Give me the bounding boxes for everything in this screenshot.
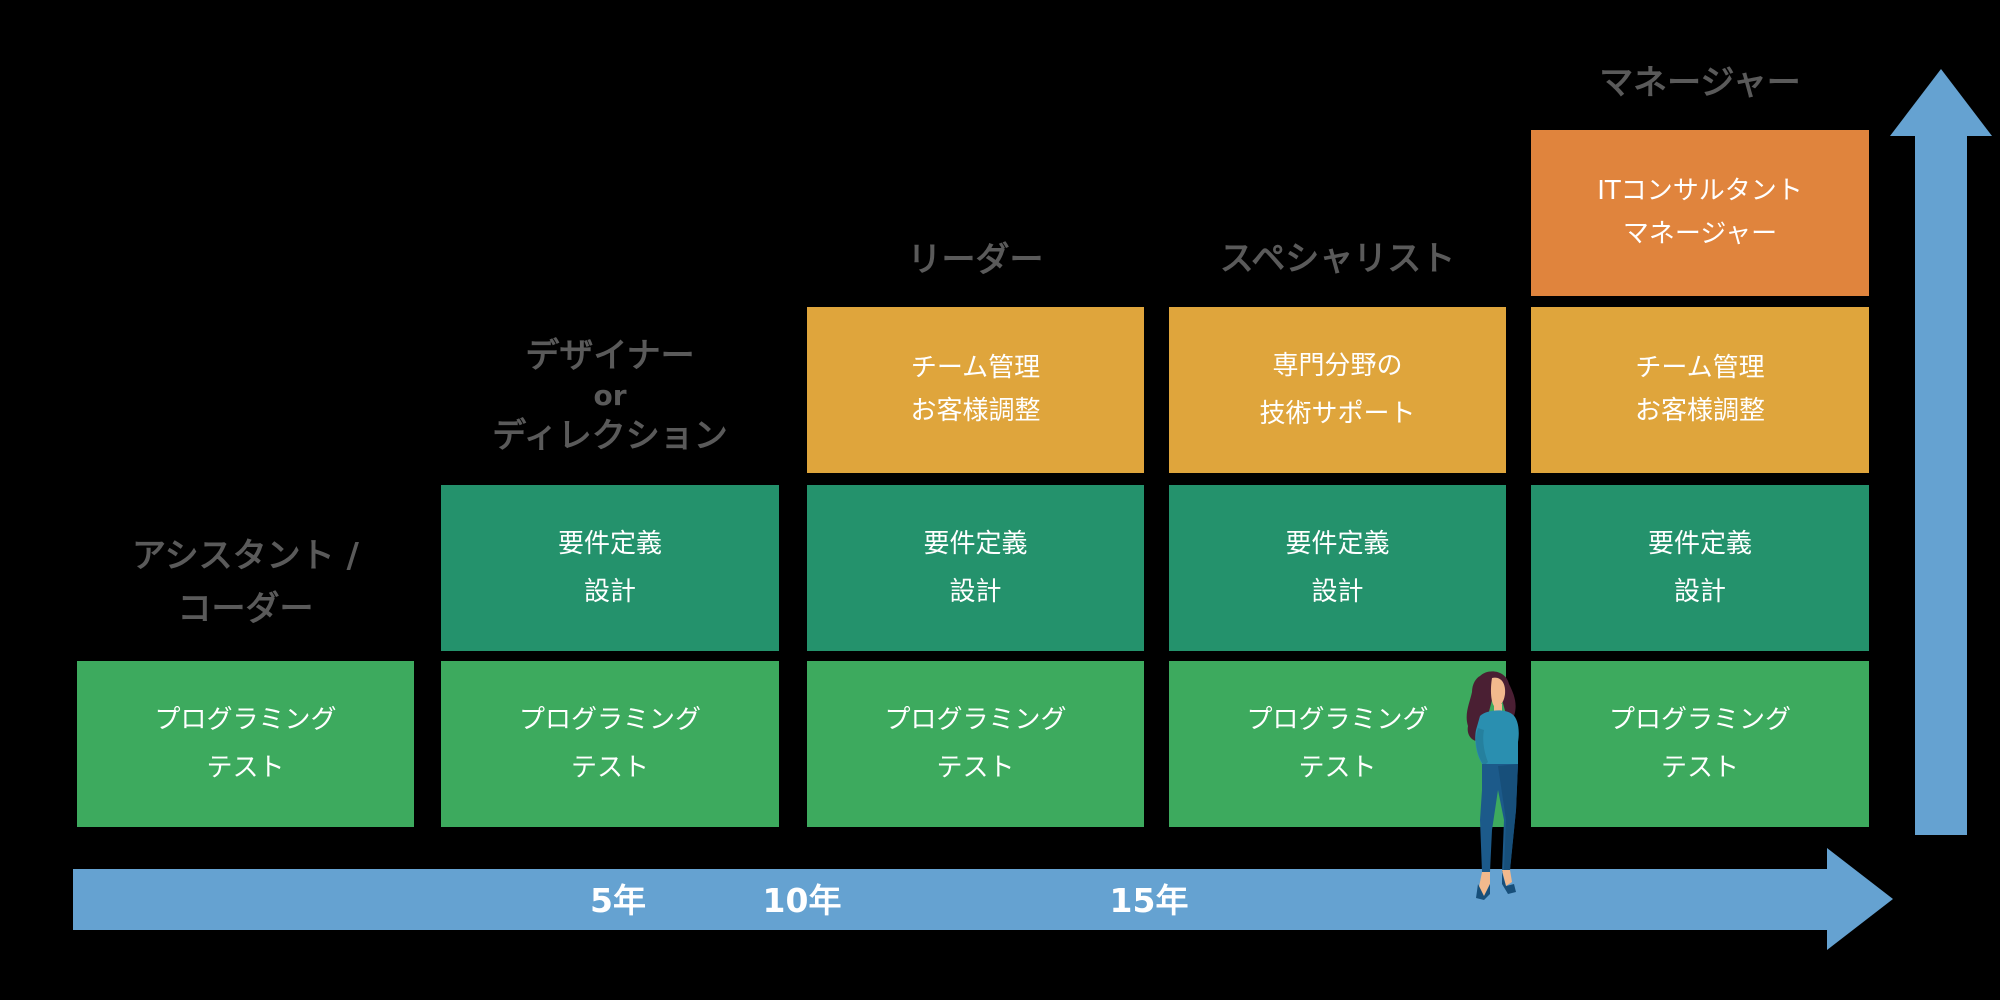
arrow-right-head-icon: [1827, 848, 1893, 950]
title-line: スペシャリスト: [1219, 239, 1456, 279]
skill-box-programming: プログラミング テスト: [807, 661, 1144, 827]
skill-line: 要件定義: [557, 529, 662, 559]
career-title-assistant-coder: アシスタント / コーダー: [77, 534, 414, 631]
skill-box-management: チーム管理 お客様調整: [807, 307, 1144, 473]
arrow-up-icon: [1915, 135, 1967, 835]
skill-line: お客様調整: [910, 396, 1041, 426]
skill-box-management: チーム管理 お客様調整: [1531, 307, 1869, 473]
skill-line: プログラミング: [884, 705, 1067, 735]
skill-line: ITコンサルタント: [1597, 176, 1803, 206]
skill-line: 設計: [1673, 577, 1726, 607]
skill-line: 設計: [1311, 577, 1364, 607]
skill-line: プログラミング: [1608, 705, 1791, 735]
arrow-right-icon: [73, 869, 1829, 930]
title-line: マネージャー: [1599, 63, 1801, 103]
skill-line: テスト: [1298, 753, 1377, 783]
skill-line: お客様調整: [1634, 396, 1765, 426]
skill-box-technical-support: 専門分野の 技術サポート: [1169, 307, 1506, 473]
title-line: デザイナー: [525, 336, 695, 376]
title-line: コーダー: [177, 589, 314, 629]
skill-line: テスト: [936, 753, 1015, 783]
career-title-leader: リーダー: [807, 238, 1144, 282]
skill-box-programming: プログラミング テスト: [1531, 661, 1869, 827]
title-line: リーダー: [907, 240, 1044, 280]
skill-box-programming: プログラミング テスト: [77, 661, 414, 827]
skill-line: チーム管理: [1635, 353, 1765, 383]
skill-line: プログラミング: [154, 705, 337, 735]
title-line: or: [593, 379, 627, 412]
skill-line: 設計: [583, 577, 636, 607]
skill-line: 専門分野の: [1272, 351, 1403, 381]
timeline-label-5y: 5年: [590, 881, 646, 920]
skill-line: チーム管理: [910, 353, 1041, 383]
title-line: ディレクション: [492, 416, 728, 456]
skill-line: プログラミング: [1246, 705, 1429, 735]
skill-line: 設計: [949, 577, 1002, 607]
skill-box-design: 要件定義 設計: [441, 485, 779, 651]
skill-line: テスト: [206, 753, 285, 783]
career-title-specialist: スペシャリスト: [1169, 237, 1506, 281]
skill-line: プログラミング: [518, 705, 701, 735]
career-title-manager: マネージャー: [1531, 61, 1869, 105]
skill-line: 要件定義: [923, 529, 1028, 559]
skill-box-design: 要件定義 設計: [1531, 485, 1869, 651]
title-line: アシスタント /: [132, 536, 359, 576]
skill-box-programming: プログラミング テスト: [1169, 661, 1506, 827]
skill-line: テスト: [570, 753, 649, 783]
woman-illustration-icon: [1466, 671, 1519, 900]
timeline-label-15y: 15年: [1109, 881, 1189, 920]
skill-box-design: 要件定義 設計: [1169, 485, 1506, 651]
skill-line: 技術サポート: [1259, 399, 1416, 429]
skill-line: 要件定義: [1285, 529, 1390, 559]
skill-box-programming: プログラミング テスト: [441, 661, 779, 827]
skill-line: テスト: [1660, 753, 1739, 783]
skill-line: 要件定義: [1647, 529, 1752, 559]
arrow-up-head-icon: [1890, 69, 1992, 136]
skill-box-design: 要件定義 設計: [807, 485, 1144, 651]
skill-box-it-consultant: ITコンサルタント マネージャー: [1531, 130, 1869, 296]
career-title-designer-direction: デザイナー or ディレクション: [441, 334, 779, 458]
skill-line: マネージャー: [1622, 219, 1778, 249]
timeline-label-10y: 10年: [762, 881, 842, 920]
